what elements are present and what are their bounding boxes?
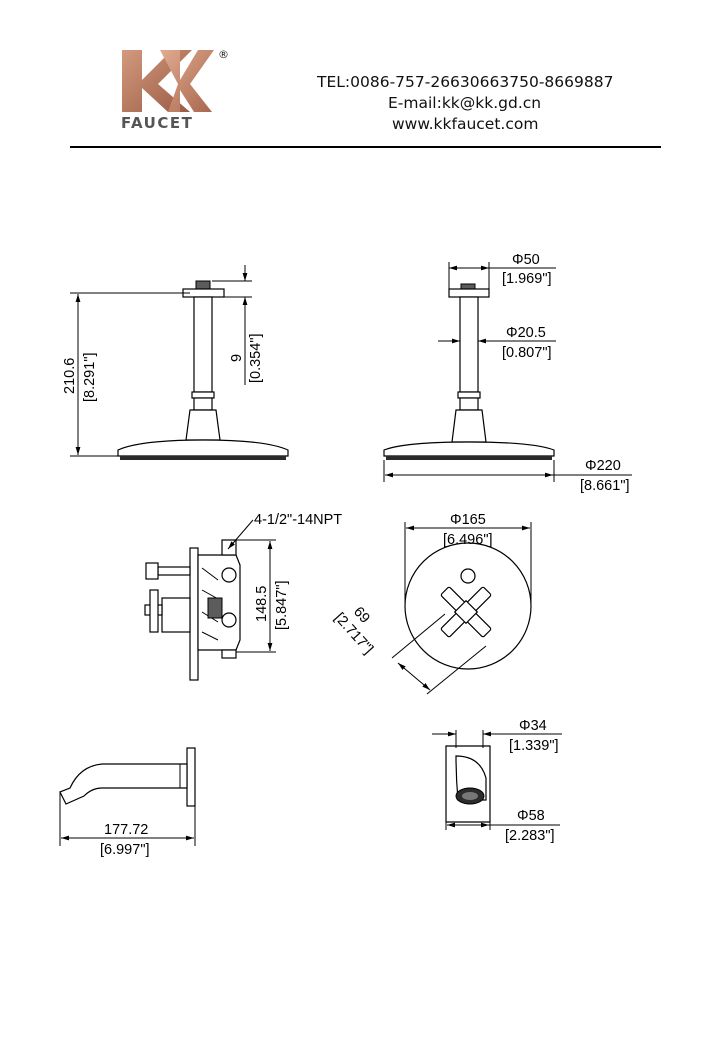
dim-spout-flange-dia: Φ58 [517, 808, 545, 824]
dim-flange-thickness-in: [0.354"] [248, 334, 264, 384]
registered-mark: ® [218, 48, 229, 61]
dim-spout-length: 177.72 [104, 822, 148, 838]
dim-flange-dia-in: [1.969"] [502, 271, 552, 287]
contact-tel: TEL:0086-757-26630663750-8669887 [317, 73, 614, 91]
trim-plate-front-view [391, 522, 532, 695]
logo-wordmark: FAUCET [121, 114, 193, 132]
dim-thread-spec: 4-1/2"-14NPT [254, 512, 342, 528]
dim-head-dia-in: [8.661"] [580, 478, 630, 494]
dim-valve-height-in: [5.847"] [274, 581, 290, 631]
dim-arm-dia-in: [0.807"] [502, 345, 552, 361]
kk-logo: ® FAUCET [121, 48, 229, 132]
dim-spout-length-in: [6.997"] [100, 842, 150, 858]
dim-arm-dia: Φ20.5 [506, 325, 546, 341]
dim-flange-thickness: 9 [229, 354, 245, 362]
dim-valve-height: 148.5 [254, 586, 270, 622]
contact-email: E-mail:kk@kk.gd.cn [388, 94, 542, 112]
dim-flange-dia: Φ50 [512, 252, 540, 268]
dim-head-dia: Φ220 [585, 458, 621, 474]
dim-total-height: 210.6 [62, 358, 78, 394]
dim-plate-dia: Φ165 [450, 512, 486, 528]
contact-website: www.kkfaucet.com [392, 115, 539, 133]
dim-plate-dia-in: [6.496"] [443, 532, 493, 548]
dim-total-height-in: [8.291"] [82, 353, 98, 403]
dim-spout-dia: Φ34 [519, 718, 547, 734]
shower-front-view [383, 262, 632, 482]
spout-front-view [432, 730, 562, 830]
valve-side-view [144, 519, 276, 681]
dim-spout-dia-in: [1.339"] [509, 738, 559, 754]
shower-side-view [70, 265, 289, 460]
dim-spout-flange-dia-in: [2.283"] [505, 828, 555, 844]
spout-side-view [59, 747, 196, 846]
